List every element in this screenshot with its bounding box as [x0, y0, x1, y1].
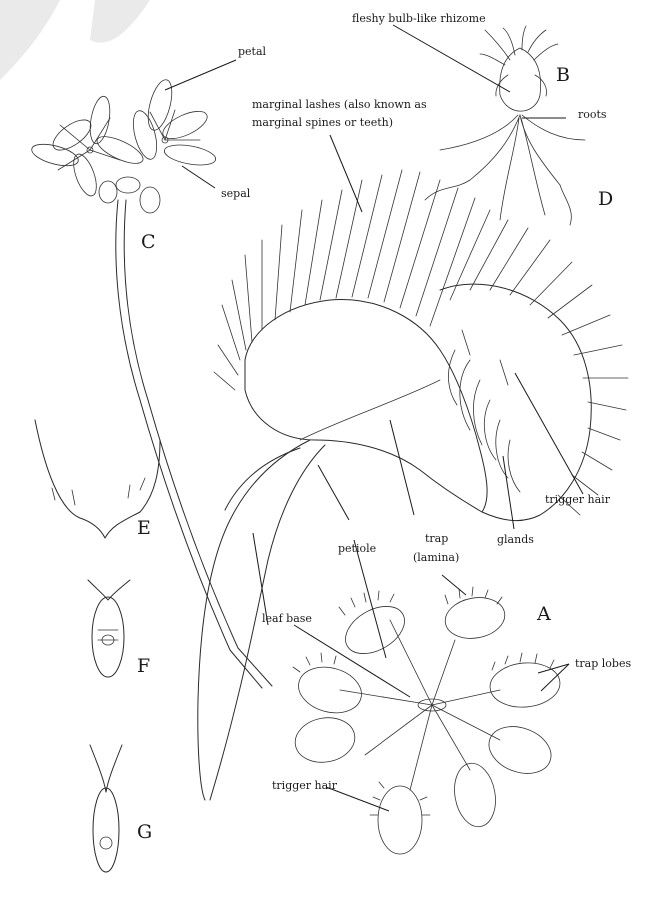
rhizome-illustration [425, 26, 585, 225]
flower-illustration [29, 77, 272, 688]
trap-illustration [198, 170, 628, 800]
label-glands: glands [497, 533, 534, 546]
detail-g [90, 745, 122, 872]
label-trap-lamina: (lamina) [413, 551, 459, 564]
leader-lines [165, 25, 583, 811]
watermark-shape [0, 0, 60, 80]
letter-b: B [556, 64, 570, 86]
label-rhizome: fleshy bulb-like rhizome [352, 12, 486, 25]
label-petal: petal [238, 45, 267, 58]
label-roots: roots [578, 108, 607, 121]
letter-f: F [137, 655, 150, 677]
label-trigger-hair-rosette: trigger hair [272, 779, 338, 792]
label-trigger-hair-main: trigger hair [545, 493, 611, 506]
letter-e: E [137, 517, 151, 539]
label-leaf-base: leaf base [262, 612, 312, 625]
detail-f [88, 580, 130, 677]
label-marginal-lashes-2: marginal spines or teeth) [252, 116, 393, 129]
letter-g: G [137, 821, 152, 843]
label-trap: trap [425, 532, 448, 545]
watermark-shape-2 [90, 0, 150, 43]
letter-a: A [536, 603, 551, 625]
label-trap-lobes: trap lobes [575, 657, 631, 670]
label-petiole: petiole [338, 542, 376, 555]
figure-letters: A B C D E F G [137, 64, 613, 843]
label-sepal: sepal [221, 187, 251, 200]
labels: fleshy bulb-like rhizome petal roots mar… [221, 12, 631, 792]
label-marginal-lashes-1: marginal lashes (also known as [252, 98, 427, 111]
letter-d: D [598, 188, 613, 210]
rosette-illustration [292, 587, 562, 854]
letter-c: C [141, 231, 156, 253]
